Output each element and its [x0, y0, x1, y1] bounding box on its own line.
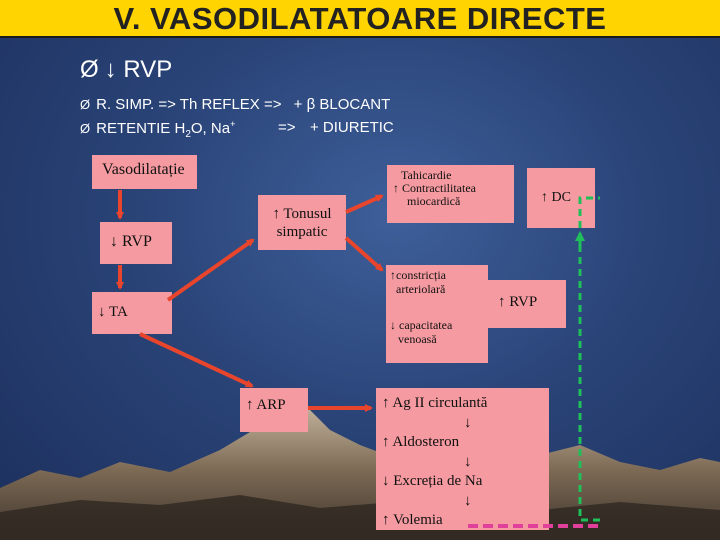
raas-excretie-na: ↓ Excreția de Na [382, 473, 483, 489]
box-dc-up: ↑ DC [527, 168, 595, 228]
ta-down-label: ↓ TA [98, 304, 128, 320]
rvp-up-label: ↑ RVP [498, 294, 538, 310]
tonus-line1: ↑ Tonusul [272, 206, 332, 222]
tahi-line3: miocardică [407, 194, 461, 208]
raas-aldosteron: ↑ Aldosteron [382, 434, 460, 450]
raas-arrow-1: ↓ [464, 414, 472, 431]
diuretic-text: + DIURETIC [310, 119, 394, 136]
bullet-arrow-icon: Ø [80, 121, 91, 136]
retention-arrow: => [278, 119, 296, 136]
capac-line2: venoasă [398, 332, 437, 346]
reflex-text: R. SIMP. => Th REFLEX => [96, 96, 282, 113]
arrow-ta-to-arp [139, 332, 254, 388]
retention-text-pre: RETENTIE H [96, 120, 186, 137]
arrow-tonus-to-tahicardie [345, 194, 384, 214]
arrow-tonus-to-constrictie [344, 236, 384, 272]
raas-volemia: ↑ Volemia [382, 512, 443, 528]
raas-arrow-2: ↓ [464, 453, 472, 470]
slide-title: V. VASODILATATOARE DIRECTE [113, 1, 607, 36]
box-tahicardie: Tahicardie ↑ Contractilitatea miocardică [387, 165, 514, 223]
raas-ag2: ↑ Ag II circulantă [382, 395, 488, 411]
tonus-line2: simpatic [276, 224, 328, 240]
main-bullet-text: ↓ RVP [104, 56, 173, 83]
arrow-ta-to-tonus [166, 238, 255, 302]
retention-text-mid: O, Na [190, 120, 231, 137]
box-rvp-down: ↓ RVP [100, 222, 172, 264]
rvp-down-label: ↓ RVP [110, 233, 152, 250]
beta-blocker-text: + β BLOCANT [293, 96, 391, 113]
retention-sup: + [230, 119, 236, 129]
bullet-line-retention: Ø RETENTIE H2O, Na+ => + DIURETIC [80, 119, 394, 140]
bullet-arrow-icon: Ø [80, 56, 99, 83]
bullet-arrow-icon: Ø [80, 97, 91, 112]
retention-sub: 2 [185, 129, 191, 140]
feedback-line-green [578, 196, 600, 522]
title-bar [0, 0, 720, 38]
constr-line2: arteriolară [396, 282, 446, 296]
box-tonus-simpatic: ↑ Tonusul simpatic [258, 195, 346, 250]
box-vasodilatatie: Vasodilatație [92, 155, 197, 189]
box-raas-cascade: ↑ Ag II circulantă ↓ ↑ Aldosteron ↓ ↓ Ex… [376, 388, 549, 530]
arp-up-label: ↑ ARP [246, 397, 286, 413]
box-rvp-up: ↑ RVP [488, 280, 566, 328]
box-constrictie-capacitate: ↑constricția arteriolară ↓ capacitatea v… [386, 265, 488, 363]
box-arp-up: ↑ ARP [240, 388, 308, 432]
box-ta-down: ↓ TA [92, 292, 172, 334]
vasodilatatie-label: Vasodilatație [102, 161, 185, 178]
raas-arrow-3: ↓ [464, 492, 472, 509]
capac-line1: ↓ capacitatea [390, 318, 453, 332]
constr-line1: ↑constricția [390, 268, 446, 282]
bullet-line-reflex: Ø R. SIMP. => Th REFLEX => + β BLOCANT [80, 96, 390, 113]
tahi-line2: ↑ Contractilitatea [393, 181, 476, 195]
dc-up-label: ↑ DC [541, 190, 571, 205]
main-bullet: Ø↓ RVP [80, 56, 172, 84]
tahi-line1: Tahicardie [401, 168, 452, 182]
